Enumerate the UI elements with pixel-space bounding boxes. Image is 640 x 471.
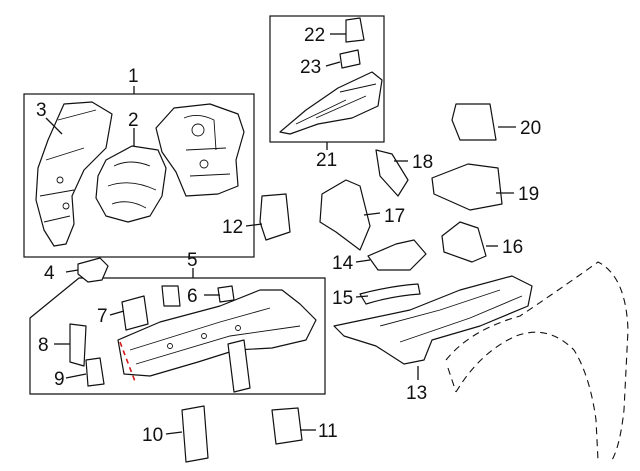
part-11-bracket (271, 407, 303, 445)
callout-15: 15 (332, 288, 353, 309)
callout-10: 10 (142, 425, 163, 446)
callout-13: 13 (406, 383, 427, 404)
callout-23: 23 (300, 57, 321, 78)
part-2-wheelhouse (95, 145, 167, 223)
part-19-support (431, 163, 503, 211)
callout-6: 6 (187, 286, 198, 307)
callout-2: 2 (128, 110, 139, 131)
part-7-bracket (121, 295, 149, 331)
group-box-1 (23, 93, 255, 258)
part-6-clip (217, 285, 235, 303)
fender-outline (445, 261, 629, 461)
part-6-nut-plate (161, 285, 181, 307)
callout-3: 3 (36, 100, 47, 121)
callout-16: 16 (502, 237, 523, 258)
part-10-bracket (181, 405, 209, 463)
part-12-bracket (259, 193, 291, 241)
part-20-bracket (451, 103, 497, 141)
callout-21: 21 (316, 150, 337, 171)
callout-22: 22 (304, 25, 325, 46)
callout-20: 20 (520, 118, 541, 139)
part-21-upper-rail (279, 71, 383, 135)
group-box-5 (29, 277, 326, 395)
part-16-bracket (441, 221, 487, 263)
part-5-front-rail (117, 289, 317, 377)
part-17-panel (319, 179, 371, 251)
part-3-apron-reinforcement (35, 101, 113, 247)
callout-14: 14 (332, 253, 354, 274)
leader-lines (45, 33, 516, 435)
part-14-bracket (367, 239, 427, 271)
part-4-bracket (77, 257, 109, 283)
cut-line (119, 341, 137, 385)
part-1-suspension-housing (155, 103, 245, 197)
part-5-gusset (227, 339, 251, 393)
part-22-clip (345, 17, 365, 43)
callout-11: 11 (318, 421, 338, 442)
callout-8: 8 (38, 335, 49, 356)
callout-4: 4 (44, 263, 55, 284)
callout-18: 18 (412, 152, 433, 173)
part-23-bracket (339, 49, 361, 69)
part-9-bracket (85, 357, 105, 387)
part-15-seal (359, 283, 421, 305)
callout-17: 17 (384, 206, 405, 227)
callout-12: 12 (222, 217, 243, 238)
callout-1: 1 (128, 66, 139, 87)
part-8-plate (69, 323, 87, 367)
callout-9: 9 (54, 369, 65, 390)
callout-7: 7 (97, 306, 108, 327)
callout-5: 5 (187, 250, 198, 271)
part-18-bracket (375, 149, 409, 197)
part-13-lower-rail (333, 275, 533, 365)
callout-19: 19 (518, 184, 539, 205)
